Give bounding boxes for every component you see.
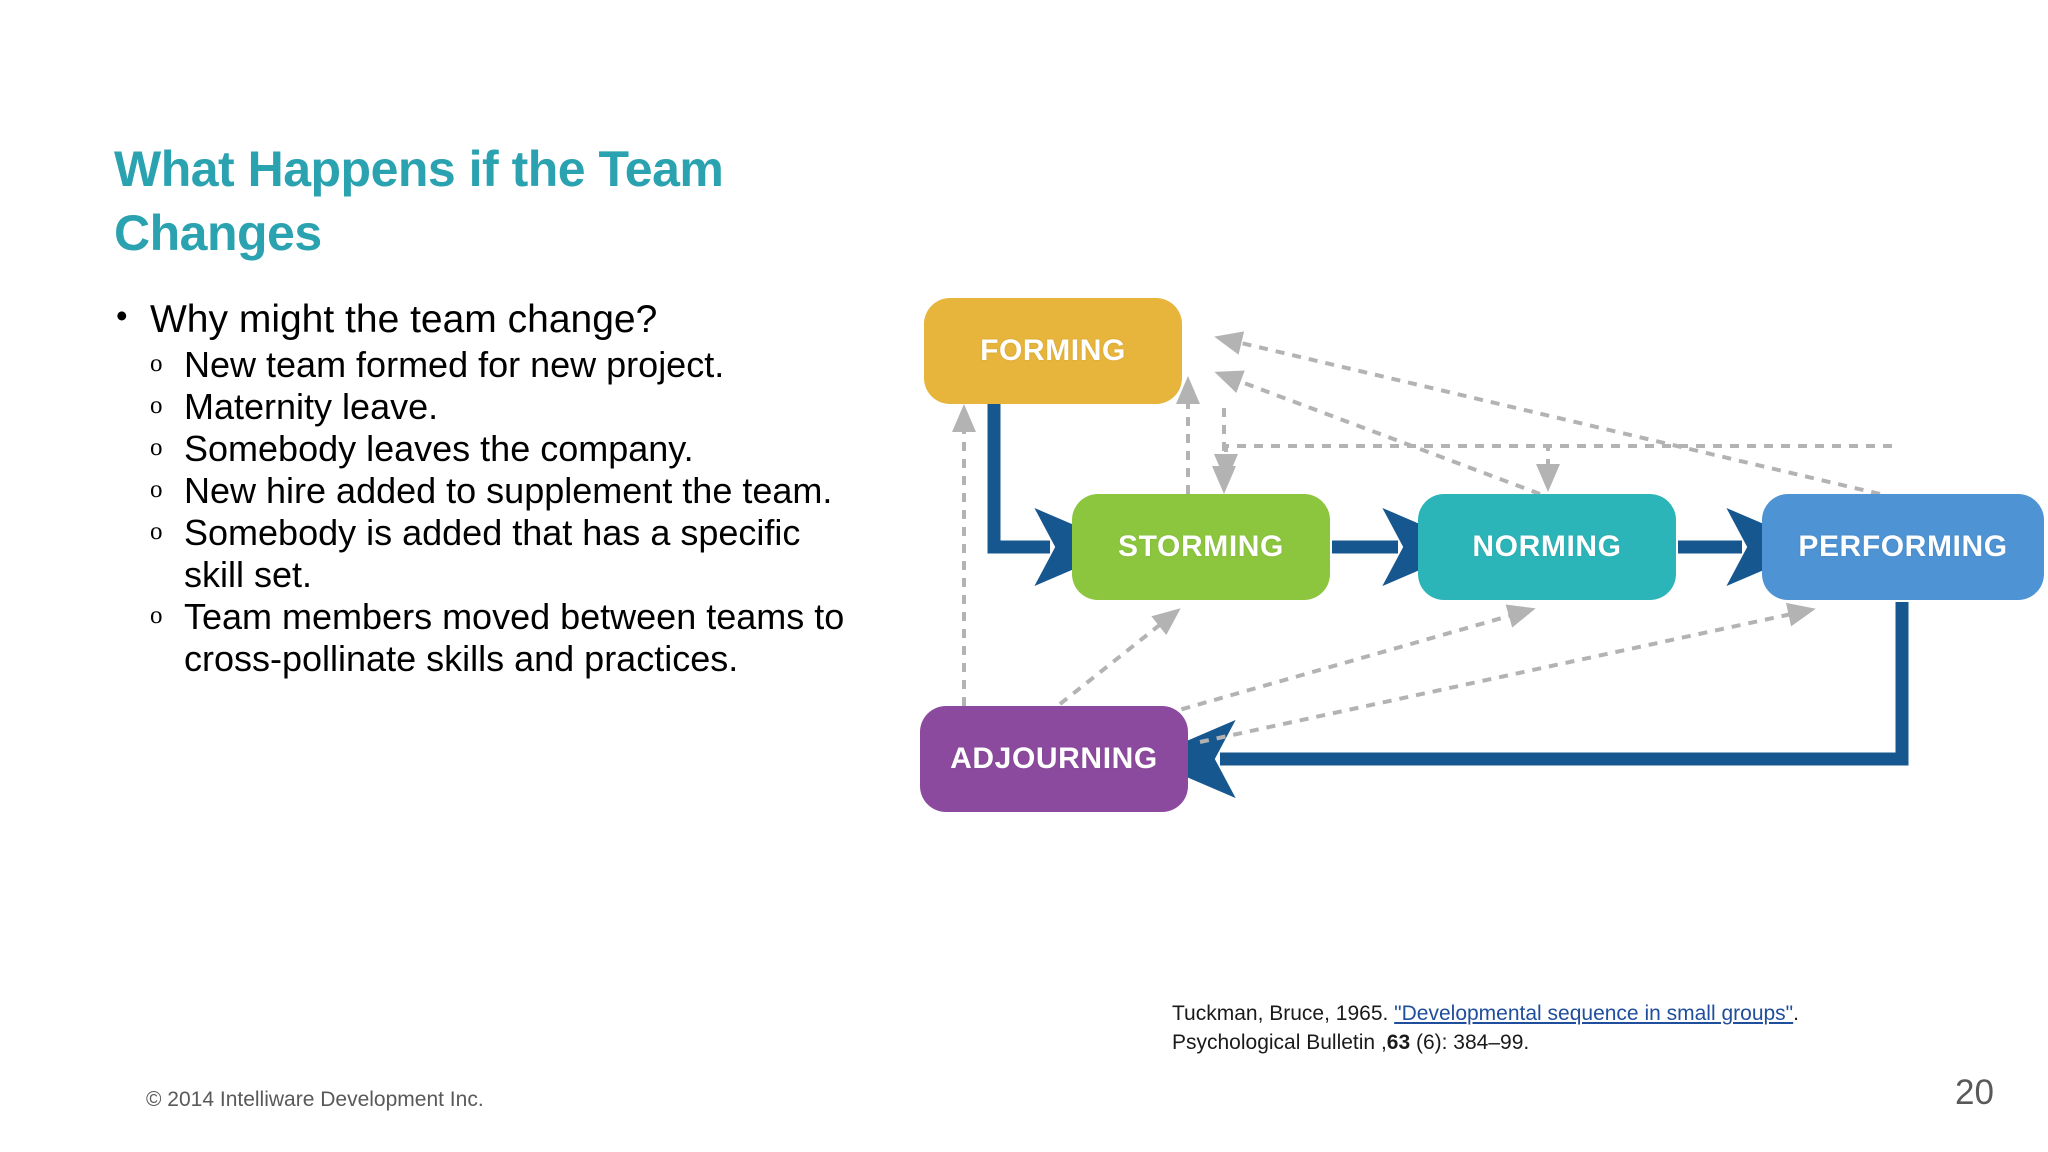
- bullet-marker-icon: •: [116, 297, 128, 334]
- circle-bullet-icon: o: [150, 349, 163, 377]
- circle-bullet-icon: o: [150, 518, 163, 546]
- tuckman-stages-diagram: FORMING STORMING NORMING PERFORMING ADJO…: [920, 276, 2048, 856]
- diagram-node-storming[interactable]: STORMING: [1072, 494, 1330, 600]
- circle-bullet-icon: o: [150, 433, 163, 461]
- citation: Tuckman, Bruce, 1965. "Developmental seq…: [1172, 1000, 1872, 1058]
- citation-middle: . Psychological Bulletin ,: [1172, 1002, 1799, 1054]
- list-item: o New team formed for new project.: [110, 344, 870, 386]
- circle-bullet-icon: o: [150, 391, 163, 419]
- list-item: o New hire added to supplement the team.: [110, 470, 870, 512]
- regression-edges: [952, 331, 1892, 744]
- diagram-node-norming[interactable]: NORMING: [1418, 494, 1676, 600]
- citation-prefix: Tuckman, Bruce, 1965.: [1172, 1002, 1395, 1025]
- citation-suffix: (6): 384–99.: [1410, 1030, 1530, 1054]
- list-item-text: Maternity leave.: [184, 385, 439, 427]
- edge-norming-to-forming: [1214, 370, 1541, 496]
- diagram-connectors: [952, 331, 1909, 798]
- diagram-node-forming[interactable]: FORMING: [924, 298, 1182, 404]
- edge-performing-to-norming: [1536, 444, 1892, 492]
- circle-bullet-icon: o: [150, 602, 163, 630]
- list-item-text: New hire added to supplement the team.: [184, 470, 833, 511]
- list-item-text: New team formed for new project.: [184, 343, 725, 385]
- list-item: o Team members moved between teams to cr…: [110, 596, 870, 680]
- bullet-list: • Why might the team change? o New team …: [110, 297, 870, 681]
- edge-forming-to-storming: [987, 404, 1126, 586]
- list-item-text: Somebody leaves the company.: [184, 427, 694, 469]
- citation-link[interactable]: "Developmental sequence in small groups": [1394, 1002, 1794, 1025]
- copyright-notice: © 2014 Intelliware Development Inc.: [146, 1088, 484, 1111]
- edge-adjourning-to-performing: [1199, 602, 1816, 744]
- edge-performing-to-adjourning: [1144, 602, 1909, 798]
- edge-adjourning-to-storming: [1058, 608, 1181, 706]
- page-number: 20: [1955, 1073, 1994, 1112]
- diagram-node-performing[interactable]: PERFORMING: [1762, 494, 2044, 600]
- edge-performing-to-forming: [1214, 331, 1881, 496]
- list-item-text: Why might the team change?: [150, 298, 658, 341]
- page-title: What Happens if the Team Changes: [114, 141, 724, 261]
- list-item: o Somebody is added that has a specific …: [110, 512, 870, 596]
- list-item-text: Somebody is added that has a specific sk…: [184, 512, 801, 596]
- circle-bullet-icon: o: [150, 476, 163, 503]
- list-item: o Maternity leave.: [110, 386, 870, 428]
- diagram-node-adjourning[interactable]: ADJOURNING: [920, 706, 1188, 812]
- list-item: o Somebody leaves the company.: [110, 428, 870, 470]
- list-item-text: Team members moved between teams to cros…: [184, 596, 845, 680]
- citation-volume: 63: [1386, 1030, 1411, 1054]
- list-item: • Why might the team change?: [110, 297, 870, 342]
- edge-adjourning-to-norming: [1115, 604, 1536, 730]
